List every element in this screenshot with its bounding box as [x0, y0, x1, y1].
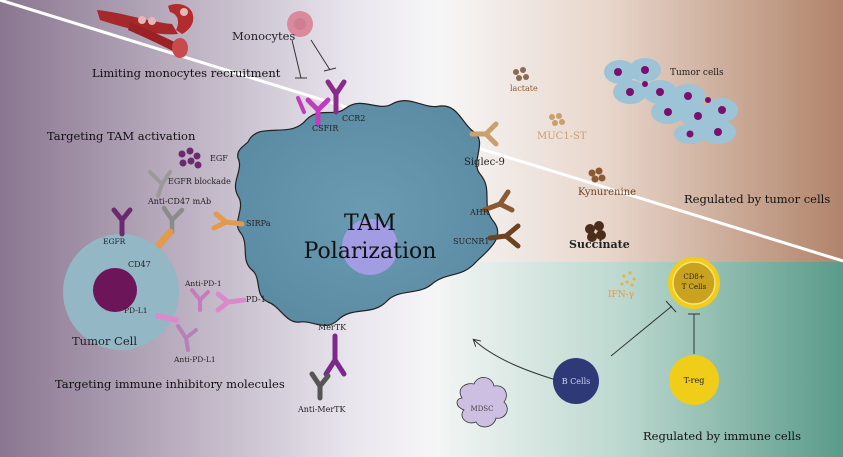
immune-interaction-lines: [474, 300, 700, 381]
blood-vessel-icon: [97, 4, 194, 58]
egf-molecule-icon: [178, 147, 202, 169]
cd47-label: CD47: [128, 260, 151, 269]
lactate-label: lactate: [510, 84, 538, 93]
monocyte-inhibition-lines: [291, 39, 337, 79]
cd8-tcell-inner: [672, 261, 716, 305]
csf1r-receptor-icon: [296, 96, 331, 127]
limiting-recruitment-label: Limiting monocytes recruitment: [92, 66, 281, 80]
mdsc-cell: [456, 377, 508, 428]
tam-cell-body: [234, 100, 499, 326]
monocytes-label: Monocytes: [232, 29, 295, 43]
anti-cd47-label: Anti-CD47 mAb: [147, 197, 211, 206]
ahr-label: AHR: [469, 208, 490, 217]
tam-title-line1: TAM: [344, 211, 396, 236]
lactate-molecule-icon: [513, 67, 529, 81]
kynurenine-label: Kynurenine: [578, 187, 636, 198]
anti-mertk-antibody-icon: [309, 371, 331, 401]
targeting-activation-label: Targeting TAM activation: [47, 129, 196, 143]
anti-pdl1-antibody-icon: [176, 324, 198, 352]
pd1-label: PD-1: [246, 295, 266, 304]
sucnr1-label: SUCNR1: [453, 237, 489, 246]
anti-pd1-antibody-icon: [190, 288, 210, 312]
ifn-label: IFN-γ: [608, 290, 634, 300]
pd1-receptor-icon: [215, 291, 247, 313]
b-cells-label: B Cells: [562, 377, 591, 386]
pdl1-link: [155, 313, 179, 323]
kynurenine-molecule-icon: [588, 167, 606, 183]
sucnr1-receptor-icon: [487, 223, 521, 249]
egfr-blockade-antibody-icon: [148, 170, 172, 198]
ifn-molecule-icon: [620, 271, 636, 287]
sirpa-label: SIRPa: [246, 219, 271, 228]
cd8-label-line1: CD8+: [683, 273, 704, 281]
csf1r-label: CSFIR: [312, 124, 339, 133]
egfr-receptor-icon: [111, 207, 133, 237]
t-reg-label: T-reg: [684, 376, 705, 385]
ahr-receptor-icon: [481, 189, 515, 213]
siglec9-label: Siglec-9: [464, 157, 505, 168]
tumor-cell-label: Tumor Cell: [72, 334, 137, 348]
egf-label: EGF: [210, 154, 228, 163]
tam-title-line2: Polarization: [304, 239, 437, 264]
succinate-label: Succinate: [569, 238, 630, 251]
targeting-inhibitory-label: Targeting immune inhibitory molecules: [55, 377, 285, 391]
succinate-molecule-icon: [585, 221, 606, 242]
b-cell: [553, 358, 599, 404]
immune-panel: [440, 262, 843, 457]
anti-pd1-label: Anti-PD-1: [184, 279, 222, 288]
egfr-label: EGFR: [103, 237, 126, 246]
egfr-blockade-label: EGFR blockade: [168, 177, 231, 186]
regulated-tumor-label: Regulated by tumor cells: [684, 192, 830, 206]
tam-nucleus: [342, 219, 398, 275]
mdsc-label: MDSC: [471, 405, 494, 413]
tumor-cells-cluster-icon: [604, 58, 738, 144]
muc1-label: MUC1-ST: [537, 131, 587, 142]
muc1-molecule-icon: [549, 113, 565, 126]
mertk-label: MerTK: [318, 323, 347, 332]
tumor-cell-nucleus: [93, 268, 137, 312]
sirpa-receptor-icon: [211, 211, 245, 231]
regulated-immune-label: Regulated by immune cells: [643, 429, 801, 443]
mertk-receptor-icon: [323, 333, 347, 377]
tumor-cells-label: Tumor cells: [670, 68, 724, 78]
cd8-label-line2: T Cells: [682, 283, 707, 291]
pdl1-label: PD-L1: [124, 306, 148, 315]
anti-pdl1-label: Anti-PD-L1: [173, 355, 216, 364]
anti-mertk-label: Anti-MerTK: [297, 405, 346, 414]
ccr2-label: CCR2: [342, 114, 365, 123]
siglec9-receptor-icon: [469, 121, 499, 147]
ccr2-receptor-icon: [325, 79, 347, 115]
t-reg-cell: [669, 355, 719, 405]
monocyte-nucleus: [294, 18, 306, 30]
